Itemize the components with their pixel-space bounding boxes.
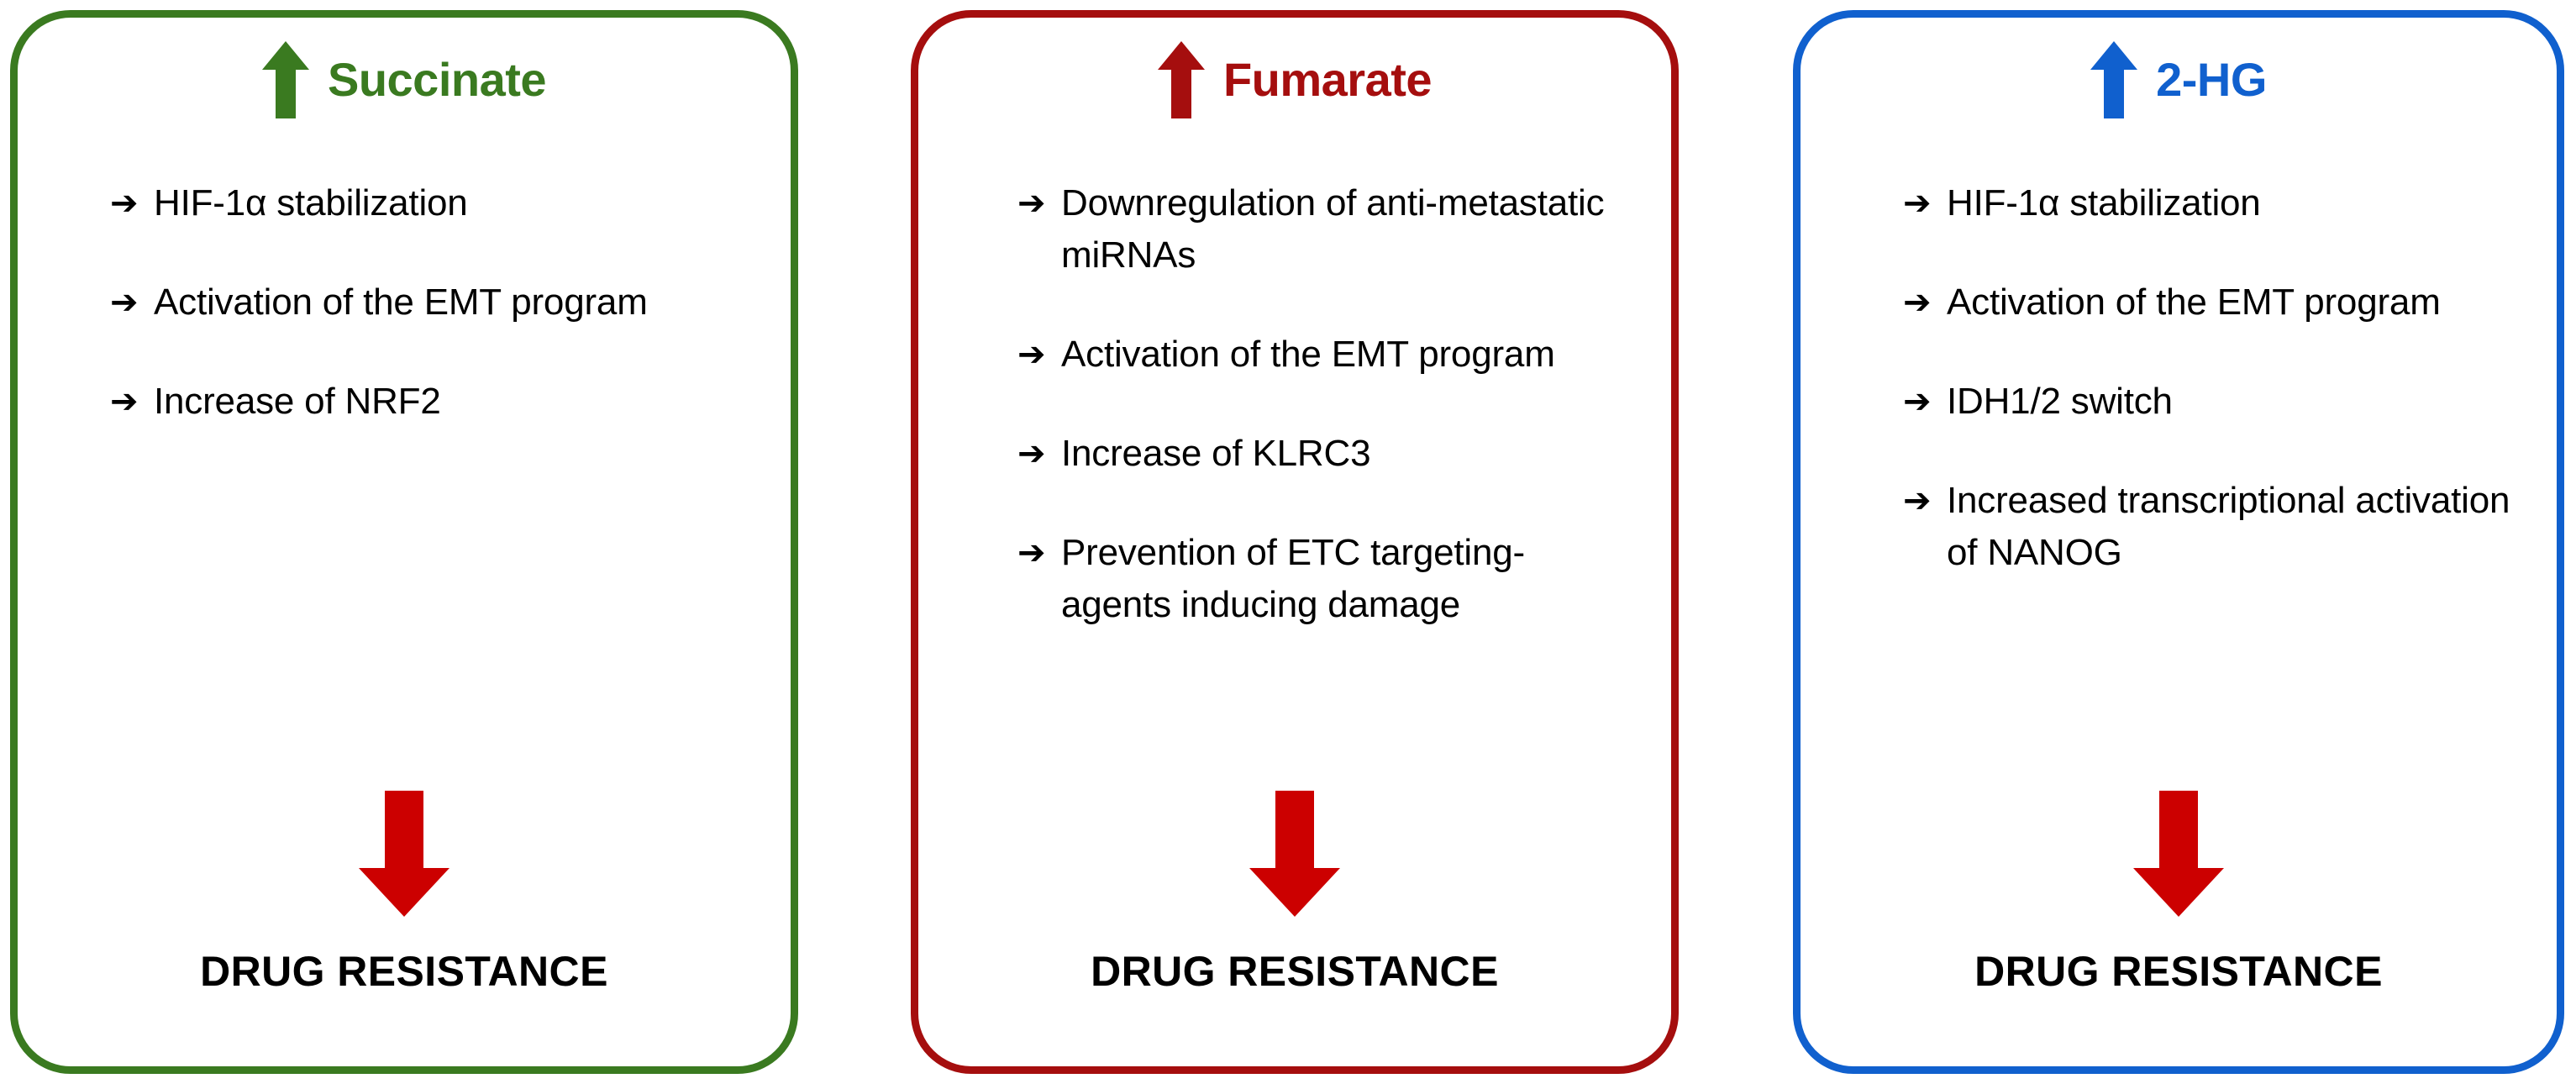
panel-succinate: Succinate ➔ HIF-1α stabilization ➔ Activ… <box>10 10 798 1074</box>
panel-header-2hg: 2-HG <box>1801 34 2557 125</box>
up-arrow-icon <box>261 41 309 118</box>
outcome-label: DRUG RESISTANCE <box>200 948 608 995</box>
arrow-bullet-icon: ➔ <box>1017 434 1046 473</box>
bullet-text: HIF-1α stabilization <box>1947 182 2261 224</box>
bullet-list-fumarate: ➔ Downregulation of anti-metastatic miRN… <box>918 177 1671 678</box>
arrow-bullet-icon: ➔ <box>1017 335 1046 374</box>
down-arrow-icon <box>2133 791 2224 917</box>
bullet-list-2hg: ➔ HIF-1α stabilization ➔ Activation of t… <box>1801 177 2557 626</box>
bullet-list-succinate: ➔ HIF-1α stabilization ➔ Activation of t… <box>18 177 791 475</box>
bullet-text: Activation of the EMT program <box>154 281 648 323</box>
down-arrow-icon <box>359 791 449 917</box>
bullet-text: Downregulation of anti-metastatic miRNAs <box>1061 182 1605 276</box>
outcome-label: DRUG RESISTANCE <box>1974 948 2383 995</box>
bullet-text: HIF-1α stabilization <box>154 182 468 224</box>
down-arrow-wrap-2hg <box>1801 791 2557 917</box>
arrow-bullet-icon: ➔ <box>1903 382 1932 421</box>
panel-title-succinate: Succinate <box>327 53 547 106</box>
list-item: ➔ Activation of the EMT program <box>1017 329 1632 381</box>
panel-header-fumarate: Fumarate <box>918 34 1671 125</box>
bullet-text: Increased transcriptional activation of … <box>1947 480 2510 573</box>
down-arrow-icon <box>1249 791 1340 917</box>
list-item: ➔ Prevention of ETC targeting-agents ind… <box>1017 527 1632 631</box>
list-item: ➔ Increase of KLRC3 <box>1017 428 1632 480</box>
list-item: ➔ Activation of the EMT program <box>1903 276 2523 329</box>
bullet-text: IDH1/2 switch <box>1947 381 2173 422</box>
arrow-bullet-icon: ➔ <box>1017 534 1046 572</box>
arrow-bullet-icon: ➔ <box>1017 184 1046 223</box>
list-item: ➔ HIF-1α stabilization <box>110 177 765 229</box>
bullet-text: Increase of NRF2 <box>154 381 441 422</box>
panel-title-fumarate: Fumarate <box>1222 53 1433 106</box>
arrow-bullet-icon: ➔ <box>1903 184 1932 223</box>
bullet-text: Increase of KLRC3 <box>1061 433 1371 474</box>
arrow-bullet-icon: ➔ <box>1903 481 1932 520</box>
up-arrow-icon <box>2090 41 2138 118</box>
panel-title-2hg: 2-HG <box>2156 53 2267 106</box>
list-item: ➔ Increased transcriptional activation o… <box>1903 475 2523 579</box>
panel-fumarate: Fumarate ➔ Downregulation of anti-metast… <box>911 10 1679 1074</box>
bullet-text: Activation of the EMT program <box>1947 281 2441 323</box>
list-item: ➔ Increase of NRF2 <box>110 376 765 428</box>
list-item: ➔ IDH1/2 switch <box>1903 376 2523 428</box>
panel-2hg: 2-HG ➔ HIF-1α stabilization ➔ Activation… <box>1793 10 2564 1074</box>
list-item: ➔ HIF-1α stabilization <box>1903 177 2523 229</box>
arrow-bullet-icon: ➔ <box>110 283 139 322</box>
arrow-bullet-icon: ➔ <box>110 184 139 223</box>
outcome-label: DRUG RESISTANCE <box>1091 948 1499 995</box>
bullet-text: Activation of the EMT program <box>1061 334 1555 375</box>
down-arrow-wrap-fumarate <box>918 791 1671 917</box>
arrow-bullet-icon: ➔ <box>110 382 139 421</box>
list-item: ➔ Downregulation of anti-metastatic miRN… <box>1017 177 1632 281</box>
panel-header-succinate: Succinate <box>18 34 791 125</box>
up-arrow-icon <box>1157 41 1205 118</box>
down-arrow-wrap-succinate <box>18 791 791 917</box>
arrow-bullet-icon: ➔ <box>1903 283 1932 322</box>
bullet-text: Prevention of ETC targeting-agents induc… <box>1061 532 1526 625</box>
list-item: ➔ Activation of the EMT program <box>110 276 765 329</box>
